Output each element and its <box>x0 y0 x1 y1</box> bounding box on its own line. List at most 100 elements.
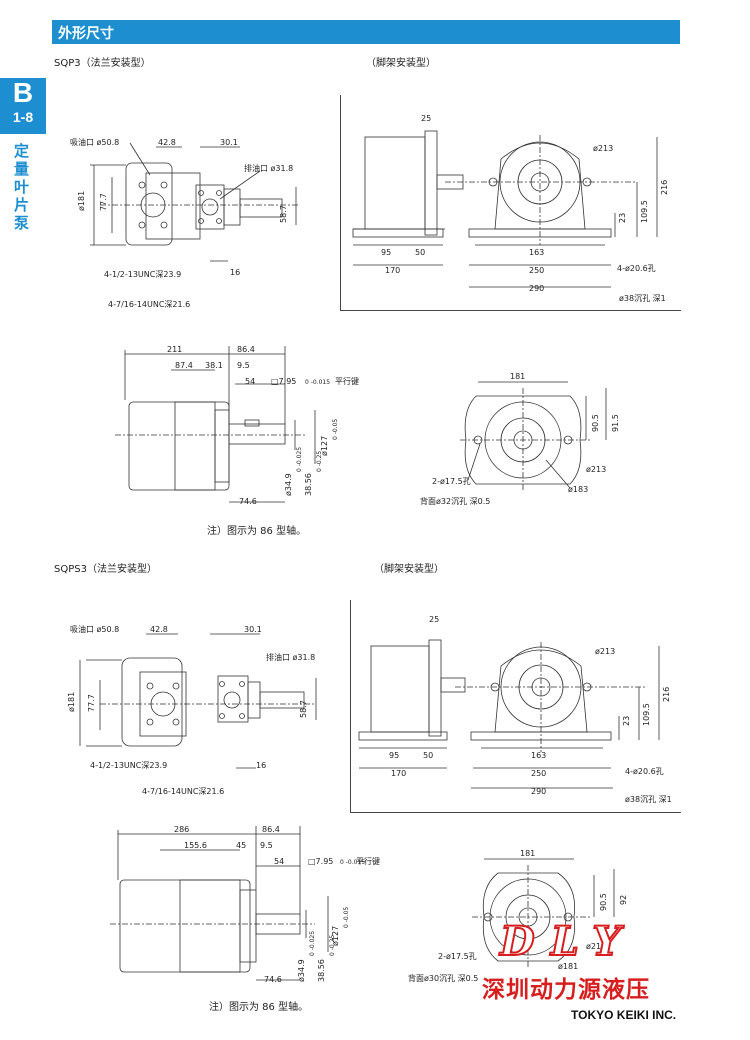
sqp3-flange-heading: SQP3（法兰安装型） <box>54 58 151 69</box>
dim-38-56-tol: 0 -0.25 <box>316 451 323 472</box>
bolt-label-1: 4-1/2-13UNC深23.9 <box>90 761 167 770</box>
sqps3-foot-frame <box>350 600 681 813</box>
sqps3-end-drawing: 181 90.5 92 ø213 2-ø17.5孔 ø181 背面ø30沉孔 深… <box>408 849 628 983</box>
counterbore-label: ø38沉孔 深1 <box>619 294 666 303</box>
dim-290: 290 <box>531 787 546 796</box>
dim-86-4: 86.4 <box>237 345 255 354</box>
discharge-port-label: 排油口 ø31.8 <box>266 652 315 662</box>
dim-dia-213: ø213 <box>595 647 615 656</box>
dim-250: 250 <box>529 266 544 275</box>
discharge-port-label: 排油口 ø31.8 <box>244 163 293 173</box>
dim-42-8: 42.8 <box>150 625 168 634</box>
dim-77-7: 77.7 <box>99 193 108 211</box>
suction-port-label: 吸油口 ø50.8 <box>70 137 119 147</box>
chapter-letter: B <box>12 77 34 108</box>
dim-211: 211 <box>167 345 182 354</box>
dim-216: 216 <box>660 180 669 195</box>
dim-23: 23 <box>618 213 627 223</box>
dim-38-56: 38.56 <box>317 959 326 982</box>
suction-port-label: 吸油口 ø50.8 <box>70 624 119 634</box>
dim-95: 95 <box>389 751 399 760</box>
dim-74-6: 74.6 <box>239 497 257 506</box>
dim-290: 290 <box>529 284 544 293</box>
sqp3-side-drawing: 211 86.4 87.4 38.1 9.5 54 □7.95 0 -0.015… <box>115 345 359 506</box>
dim-dia-34-9-tol: 0 -0.025 <box>309 931 316 956</box>
dim-16: 16 <box>230 268 240 277</box>
watermark: DLY 深圳动力源液压 <box>482 917 692 1006</box>
watermark-logo: DLY <box>499 917 637 966</box>
dim-dia-181: ø181 <box>558 962 578 971</box>
chapter-category: 定量叶片泵 <box>14 142 30 232</box>
foot-hole-label: 4-ø20.6孔 <box>617 264 656 273</box>
dim-dia-213: ø213 <box>593 144 613 153</box>
dim-87-4: 87.4 <box>175 361 193 370</box>
chapter-number: 1-8 <box>12 109 34 125</box>
sqp3-end-drawing: 181 90.5 91.5 ø213 2-ø17.5孔 ø183 背面ø32沉孔… <box>420 372 620 506</box>
sqps3-flange-heading: SQPS3（法兰安装型） <box>54 564 157 575</box>
dim-9-5: 9.5 <box>260 841 273 850</box>
dim-54: 54 <box>245 377 255 386</box>
dim-109-5: 109.5 <box>640 200 649 223</box>
bolt-label-2: 4-7/16-14UNC深21.6 <box>142 787 224 796</box>
key-label: 平行键 <box>356 856 380 866</box>
dim-dia-127: ø127 <box>331 926 340 946</box>
dim-170: 170 <box>391 769 406 778</box>
dim-95: 95 <box>381 248 391 257</box>
dim-45: 45 <box>236 841 246 850</box>
dim-286: 286 <box>174 825 189 834</box>
dim-92: 92 <box>619 895 628 905</box>
dim-9-5: 9.5 <box>237 361 250 370</box>
sqp3-flange-drawing: 吸油口 ø50.8 42.8 30.1 排油口 ø31.8 ø181 77.7 … <box>70 137 300 309</box>
dim-170: 170 <box>385 266 400 275</box>
dim-dia-213: ø213 <box>586 942 606 951</box>
sqps3-foot-drawing: 25 ø213 216 109.5 23 95 50 170 163 250 2… <box>358 615 672 804</box>
dim-90-5: 90.5 <box>599 893 608 911</box>
dim-25: 25 <box>429 615 439 624</box>
note-1: 注）图示为 86 型轴。 <box>207 526 307 537</box>
dim-38-56: 38.56 <box>304 473 313 496</box>
end-holes-label: 2-ø17.5孔 <box>438 952 477 961</box>
dim-181: 181 <box>520 849 535 858</box>
bolt-label-2: 4-7/16-14UNC深21.6 <box>108 300 190 309</box>
key-size: □7.95 <box>271 377 296 386</box>
sqp3-foot-heading: （脚架安装型） <box>366 58 436 69</box>
dim-50: 50 <box>423 751 433 760</box>
section-header-bar: 外形尺寸 <box>52 20 680 44</box>
dim-90-5: 90.5 <box>591 414 600 432</box>
dim-dia-127: ø127 <box>320 436 329 456</box>
dim-30-1: 30.1 <box>244 625 262 634</box>
end-counterbore-label: 背面ø30沉孔 深0.5 <box>408 973 478 983</box>
dim-54: 54 <box>274 857 284 866</box>
dim-dia-34-9-tol: 0 -0.025 <box>296 447 303 472</box>
dim-25: 25 <box>421 114 431 123</box>
dim-163: 163 <box>531 751 546 760</box>
dim-dia-181: ø181 <box>67 692 76 712</box>
dim-dia-34-9: ø34.9 <box>284 473 293 496</box>
sqps3-side-drawing: 286 86.4 155.6 45 9.5 54 □7.95 0 -0.015 … <box>110 825 380 984</box>
counterbore-label: ø38沉孔 深1 <box>625 795 672 804</box>
sqp3-foot-frame <box>340 95 681 311</box>
dim-dia-213: ø213 <box>586 465 606 474</box>
note-2: 注）图示为 86 型轴。 <box>209 1002 309 1013</box>
key-label: 平行键 <box>335 376 359 386</box>
key-tolerance: 0 -0.015 <box>340 859 365 866</box>
sqp3-foot-drawing: 25 ø213 216 109.5 23 95 50 170 163 250 2… <box>352 114 669 303</box>
dim-58-7: 58.7 <box>279 205 288 223</box>
dim-dia-34-9: ø34.9 <box>297 959 306 982</box>
end-holes-label: 2-ø17.5孔 <box>432 477 471 486</box>
dim-77-7: 77.7 <box>87 694 96 712</box>
dim-50: 50 <box>415 248 425 257</box>
end-counterbore-label: 背面ø32沉孔 深0.5 <box>420 496 490 506</box>
key-size: □7.95 <box>308 857 333 866</box>
dim-38-56-tol: 0 -0.25 <box>329 935 336 956</box>
dim-74-6: 74.6 <box>264 975 282 984</box>
brand-name: TOKYO KEIKI INC. <box>571 1008 677 1022</box>
dim-dia-127-tol: 0 -0.05 <box>343 907 350 928</box>
dim-dia-181: ø181 <box>77 191 86 211</box>
key-tolerance: 0 -0.015 <box>305 379 330 386</box>
foot-hole-label: 4-ø20.6孔 <box>625 767 664 776</box>
dim-38-1: 38.1 <box>205 361 223 370</box>
dim-16: 16 <box>256 761 266 770</box>
dim-109-5: 109.5 <box>642 703 651 726</box>
section-title: 外形尺寸 <box>58 26 114 42</box>
